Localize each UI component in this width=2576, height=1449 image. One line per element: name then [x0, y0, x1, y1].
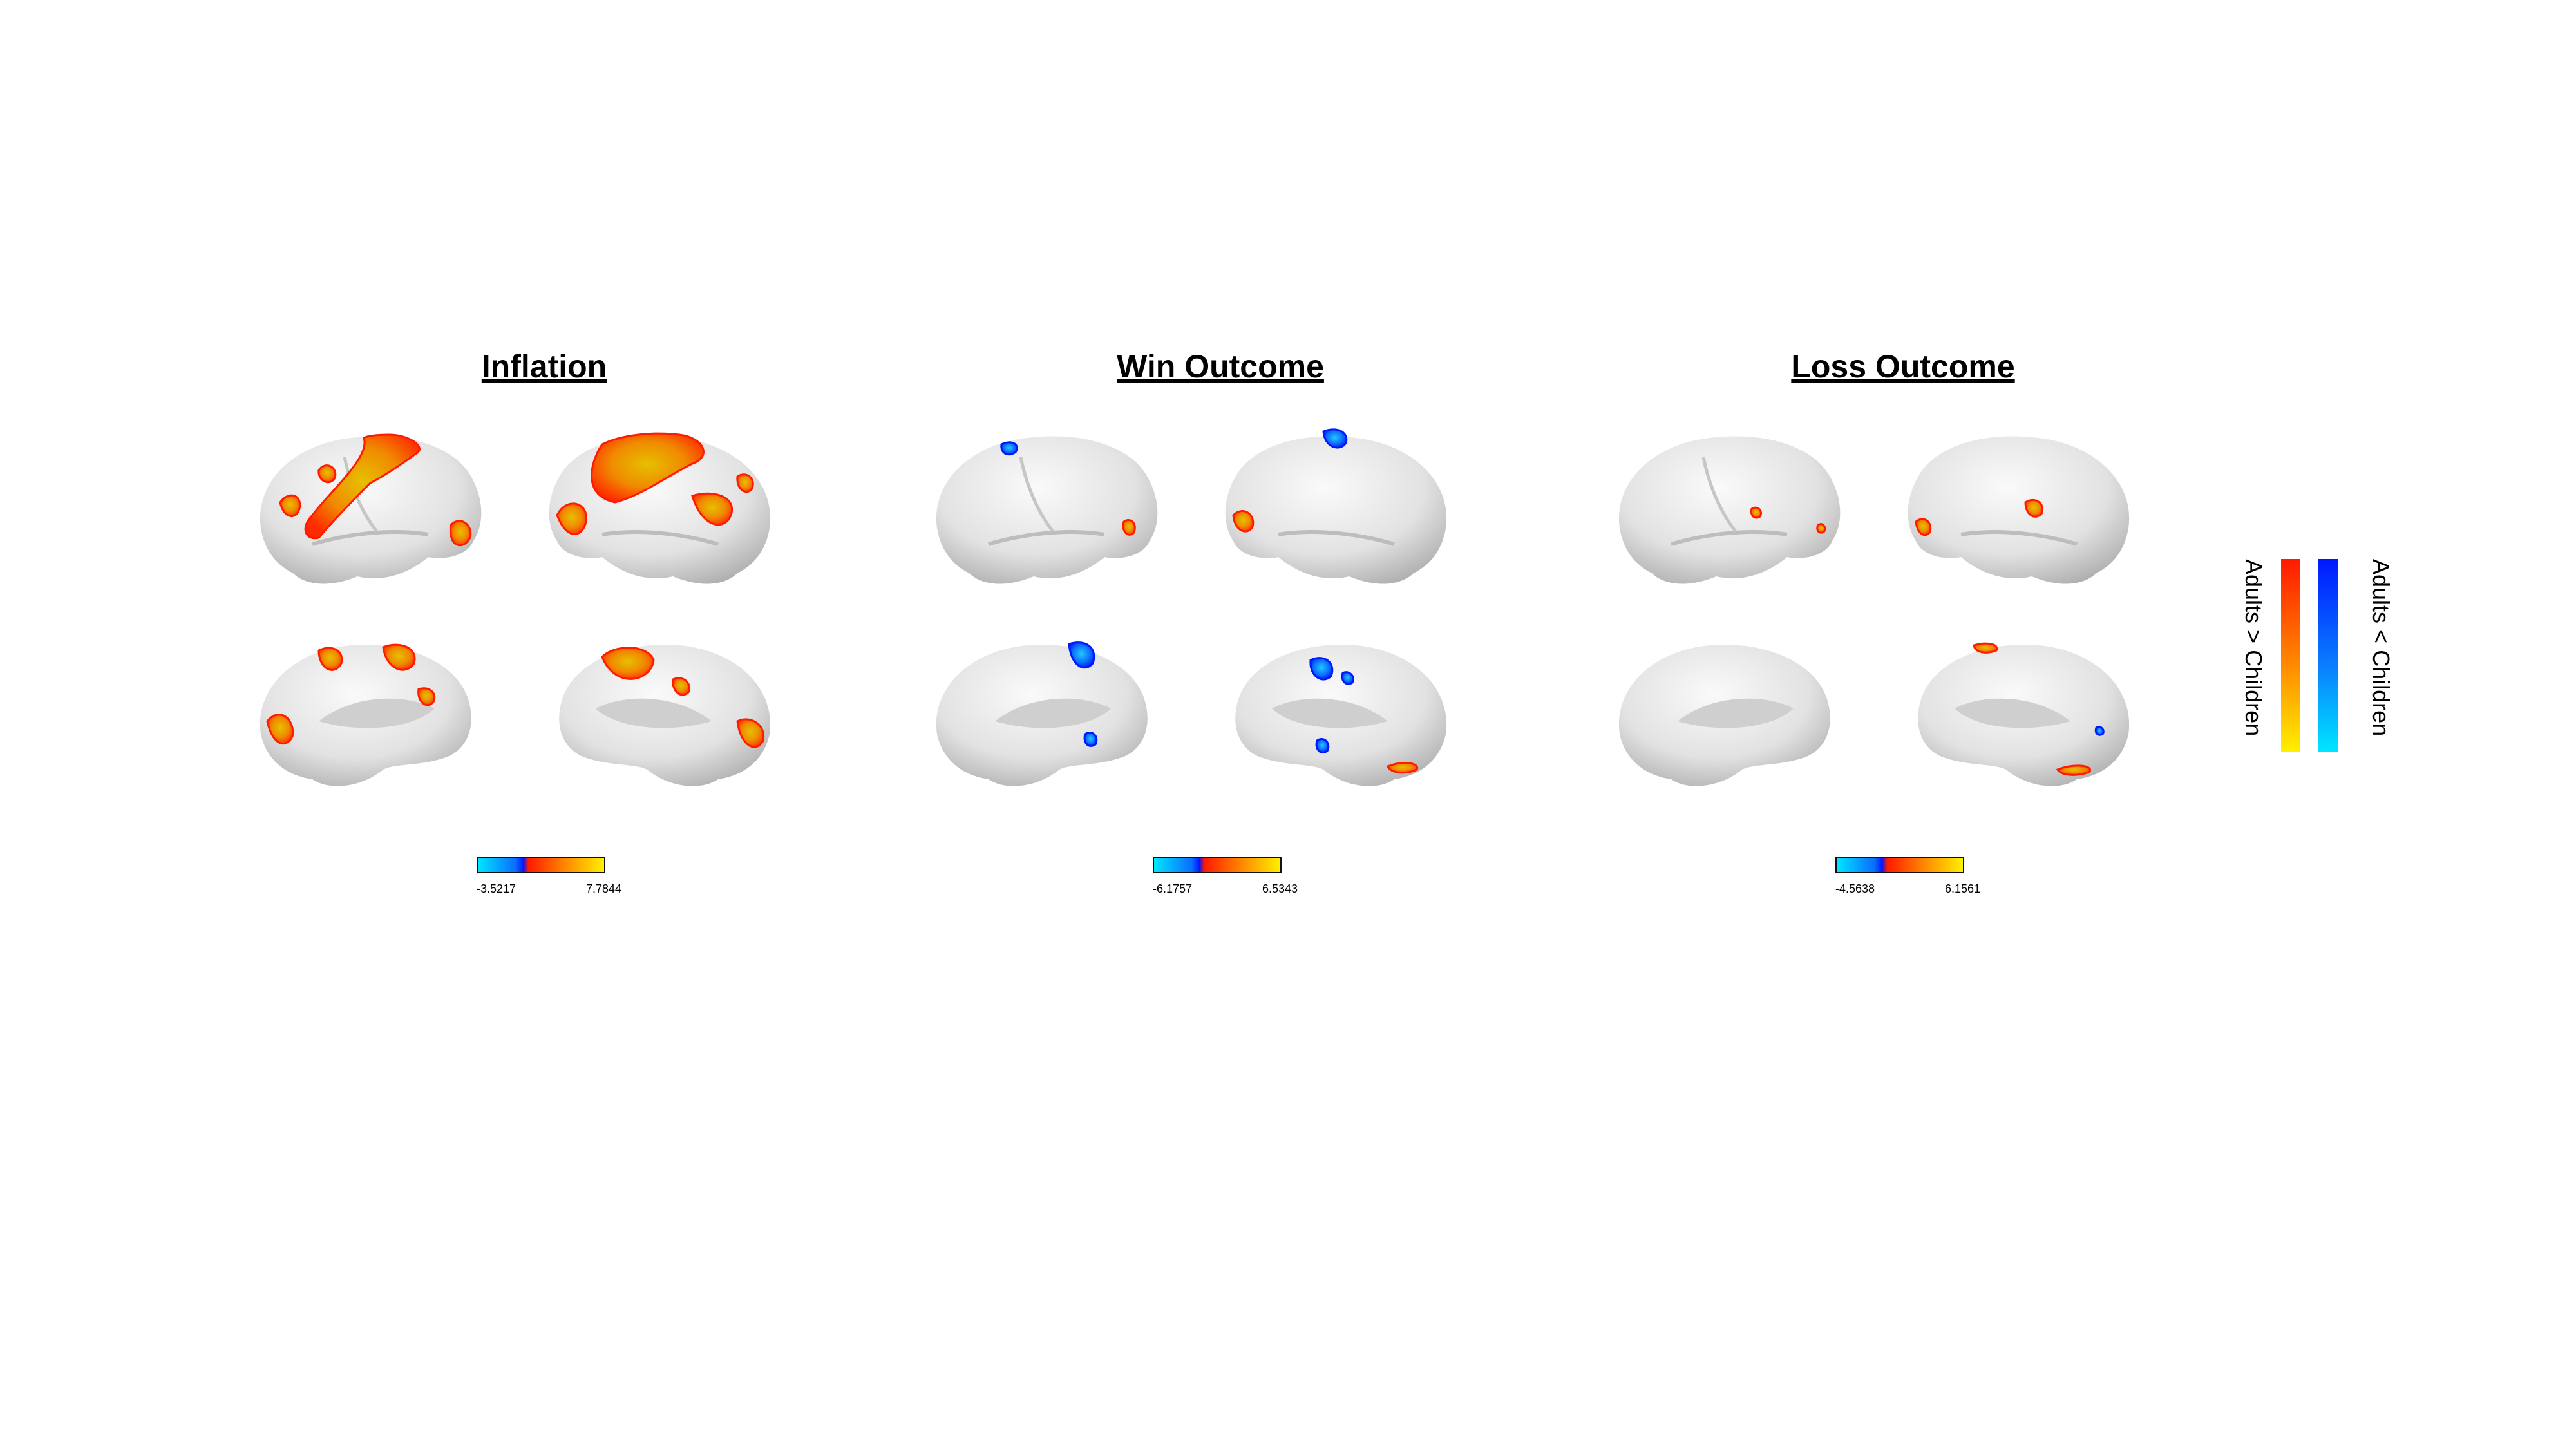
legend-bar-negative	[2318, 559, 2338, 752]
colorbar-min-label: -6.1757	[1153, 882, 1193, 895]
brain-views	[260, 432, 771, 786]
colorbar	[1835, 857, 1964, 873]
brain-medial-left	[1618, 645, 1830, 786]
panel-title: Win Outcome	[1117, 348, 1324, 384]
panel-loss-outcome: Loss Outcome -4.5638 6.1561	[1613, 348, 2193, 902]
panel-title: Inflation	[481, 348, 607, 384]
brain-lateral-right	[1908, 436, 2130, 584]
panel-inflation: Inflation	[254, 348, 834, 902]
colorbar-max-label: 7.7844	[586, 882, 622, 895]
brain-lateral-right	[1225, 428, 1447, 584]
brain-medial-right	[1918, 642, 2130, 786]
brain-lateral-right	[549, 432, 771, 584]
colorbar	[1153, 857, 1282, 873]
brain-views	[1618, 436, 2130, 786]
colorbar-max-label: 6.5343	[1262, 882, 1298, 895]
legend-label-positive: Adults > Children	[2240, 559, 2267, 737]
brain-medial-left	[936, 641, 1148, 786]
colorbar-min-label: -4.5638	[1835, 882, 1875, 895]
panel-win-outcome: Win Outcome -6.1	[931, 348, 1510, 902]
colorbar-min-label: -3.5217	[477, 882, 516, 895]
brain-medial-right	[559, 645, 771, 786]
brain-medial-right	[1235, 645, 1447, 786]
colorbar-max-label: 6.1561	[1945, 882, 1981, 895]
brain-lateral-left	[936, 436, 1158, 584]
brain-lateral-left	[1618, 436, 1841, 584]
legend-bar-positive	[2281, 559, 2300, 752]
colorbar	[477, 857, 605, 873]
brain-lateral-left	[260, 433, 482, 584]
legend-label-negative: Adults < Children	[2368, 559, 2394, 737]
brain-medial-left	[260, 643, 471, 786]
contrast-legend: Adults > Children Adults < Children	[2228, 554, 2396, 760]
panel-title: Loss Outcome	[1791, 348, 2015, 384]
brain-views	[936, 428, 1447, 786]
